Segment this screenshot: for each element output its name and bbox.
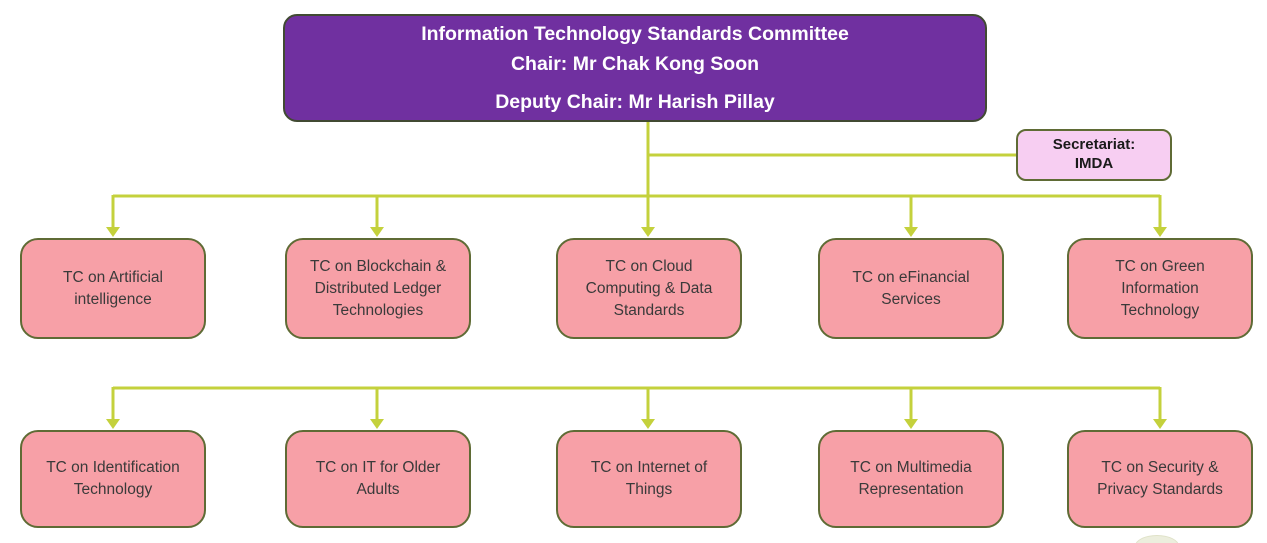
tc-label: TC on Artificial intelligence — [63, 268, 163, 308]
cropped-circle-decoration — [1135, 535, 1179, 543]
arrow-down-icon — [1153, 227, 1167, 237]
committee-root-node: Information Technology Standards Committ… — [283, 14, 987, 122]
arrow-down-icon — [106, 419, 120, 429]
secretariat-label: Secretariat: — [1052, 136, 1136, 154]
arrow-down-icon — [370, 227, 384, 237]
arrow-down-icon — [904, 419, 918, 429]
tc-node-it-for-older-adults: TC on IT for Older Adults — [285, 430, 471, 528]
tc-node-internet-of-things: TC on Internet of Things — [556, 430, 742, 528]
arrow-down-icon — [904, 227, 918, 237]
arrow-down-icon — [106, 227, 120, 237]
arrow-down-icon — [641, 227, 655, 237]
tc-node-efinancial-services: TC on eFinancial Services — [818, 238, 1004, 339]
tc-node-security-privacy-standards: TC on Security & Privacy Standards — [1067, 430, 1253, 528]
arrow-down-icon — [641, 419, 655, 429]
secretariat-node: Secretariat: IMDA — [1016, 129, 1172, 181]
tc-label: TC on Blockchain & Distributed Ledger Te… — [309, 257, 447, 319]
arrow-down-icon — [1153, 419, 1167, 429]
tc-node-cloud-computing-data-standards: TC on Cloud Computing & Data Standards — [556, 238, 742, 339]
committee-chair: Chair: Mr Chak Kong Soon — [510, 52, 760, 75]
tc-node-blockchain-dlt: TC on Blockchain & Distributed Ledger Te… — [285, 238, 471, 339]
tc-label: TC on eFinancial Services — [852, 268, 970, 308]
tc-label: TC on IT for Older Adults — [315, 459, 441, 498]
tc-node-green-information-technology: TC on Green Information Technology — [1067, 238, 1253, 339]
secretariat-value: IMDA — [1074, 155, 1114, 172]
arrow-down-icon — [370, 419, 384, 429]
tc-label: TC on Security & Privacy Standards — [1097, 459, 1223, 498]
tc-label: TC on Multimedia Representation — [850, 459, 972, 498]
tc-node-identification-technology: TC on Identification Technology — [20, 430, 206, 528]
committee-title: Information Technology Standards Committ… — [421, 22, 849, 45]
tc-label: TC on Green Information Technology — [1115, 257, 1205, 319]
tc-node-multimedia-representation: TC on Multimedia Representation — [818, 430, 1004, 528]
tc-label: TC on Cloud Computing & Data Standards — [585, 257, 713, 319]
tc-node-artificial-intelligence: TC on Artificial intelligence — [20, 238, 206, 339]
committee-deputy-chair: Deputy Chair: Mr Harish Pillay — [495, 90, 775, 113]
tc-label: TC on Identification Technology — [46, 459, 180, 498]
tc-label: TC on Internet of Things — [590, 459, 708, 498]
